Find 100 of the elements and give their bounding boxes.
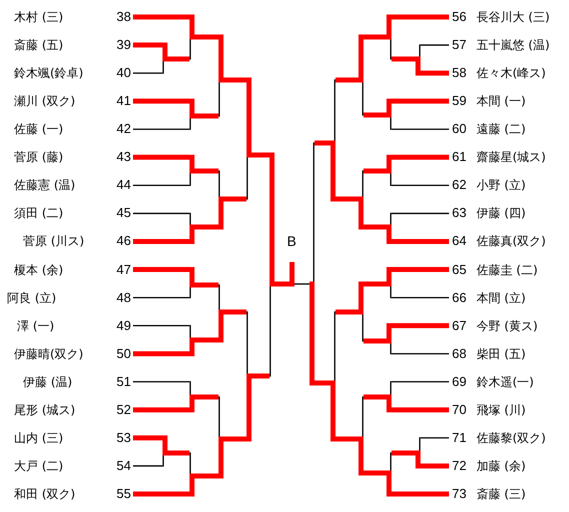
player-name: 飛塚 (川) [476,402,526,418]
entry-number: 57 [452,37,466,54]
player-name: 長谷川大 (三) [476,9,550,25]
bracket-line [168,56,190,62]
bracket-line [364,282,386,286]
bracket-bar [190,98,194,130]
bracket-line [133,435,162,440]
bracket-line [364,338,386,344]
bracket-bar [246,311,252,442]
bracket-line [364,470,386,476]
player-name: 斎藤 (三) [476,486,526,502]
entry-number: 52 [116,402,131,418]
bracket-line [336,196,358,202]
player-name: 伊藤 (四) [476,205,526,222]
bracket-line [420,437,449,439]
bracket-bar [270,152,274,377]
entry-number: 64 [452,233,466,250]
bracket-line [392,238,449,244]
player-name: 齋藤星(城ス) [476,149,546,166]
bracket-bar [386,452,392,497]
bracket-bar [190,452,194,497]
entry-number: 69 [452,374,466,390]
bracket-line [252,152,270,158]
bracket-line [194,474,218,478]
player-name: 今野 (黄ス) [476,318,538,334]
bracket-line [133,407,190,412]
bracket-line [194,282,218,288]
bracket-bar [190,154,194,186]
bracket-line [133,238,190,244]
player-name: 伊藤晴(双ク) [14,346,84,362]
entry-number: 42 [116,121,131,138]
bracket-bar [416,437,420,468]
entry-number: 59 [452,93,466,110]
player-name: 遠藤 (二) [476,121,526,138]
bracket-line [364,34,386,40]
player-name: 小野 (立) [476,177,526,194]
bracket-line [224,78,246,82]
bracket-line [336,78,358,82]
entry-number: 62 [452,177,466,194]
bracket-line [224,436,246,442]
player-name: 阿良 (立) [7,290,56,306]
bracket-line [194,394,218,400]
entry-number: 67 [452,318,466,334]
entry-number: 71 [452,430,466,446]
entry-number: 72 [452,458,466,474]
bracket-line [420,463,449,468]
player-name: 伊藤 (温) [23,374,72,390]
bracket-line [252,374,270,378]
bracket-line [392,381,449,382]
player-name: 柴田 (五) [476,346,526,362]
bracket-bar [246,78,252,200]
bracket-bar [190,212,194,244]
player-name: 山内 (三) [14,430,64,446]
bracket-line [133,98,190,104]
entry-number: 48 [116,290,131,306]
player-name: 佐藤圭 (二) [476,262,538,278]
entry-number: 46 [116,233,131,250]
entry-number: 38 [116,9,131,25]
entry-number: 61 [452,149,466,166]
bracket-bar [218,284,224,342]
bracket-line [392,98,449,104]
entry-number: 43 [116,149,131,166]
player-name: 木村 (三) [14,9,64,25]
entry-number: 50 [116,346,131,362]
bracket-bar [416,44,420,76]
bracket-line [294,283,310,285]
bracket-bar [358,170,364,230]
bracket-bar [190,325,194,356]
bracket-line [194,224,218,230]
bracket-line [133,14,190,20]
bracket-bar [190,14,194,60]
player-name: 榎本 (余) [14,262,64,278]
entry-number: 39 [116,37,131,54]
player-name: 菅原 (川ス) [23,233,84,250]
player-name: 尾形 (城ス) [14,402,76,418]
bracket-bar [310,142,314,386]
bracket-line [133,465,162,467]
player-name: 菅原 (藤) [14,149,64,166]
bracket-bar [162,42,168,74]
bracket-bar [218,170,224,230]
bracket-line [274,282,290,286]
player-name: 佐藤憲 (温) [14,177,76,194]
bracket-line [392,212,449,214]
player-name: 本間 (一) [476,93,526,110]
entry-number: 55 [116,486,131,502]
bracket-bar [386,154,392,186]
entry-number: 49 [116,318,131,334]
entry-number: 73 [452,486,466,502]
bracket-bar [330,311,336,442]
bracket-line [133,492,190,497]
bracket-line [364,168,386,174]
bracket-bar [358,396,364,476]
player-name: 加藤 (余) [476,458,526,474]
player-name: 鈴木遥(一) [476,374,534,390]
block-label: B [287,233,296,249]
bracket-line [392,14,449,20]
bracket-bar [358,34,364,116]
entry-number: 68 [452,346,466,362]
player-name: 須田 (二) [14,205,64,222]
bracket-line [392,407,449,412]
